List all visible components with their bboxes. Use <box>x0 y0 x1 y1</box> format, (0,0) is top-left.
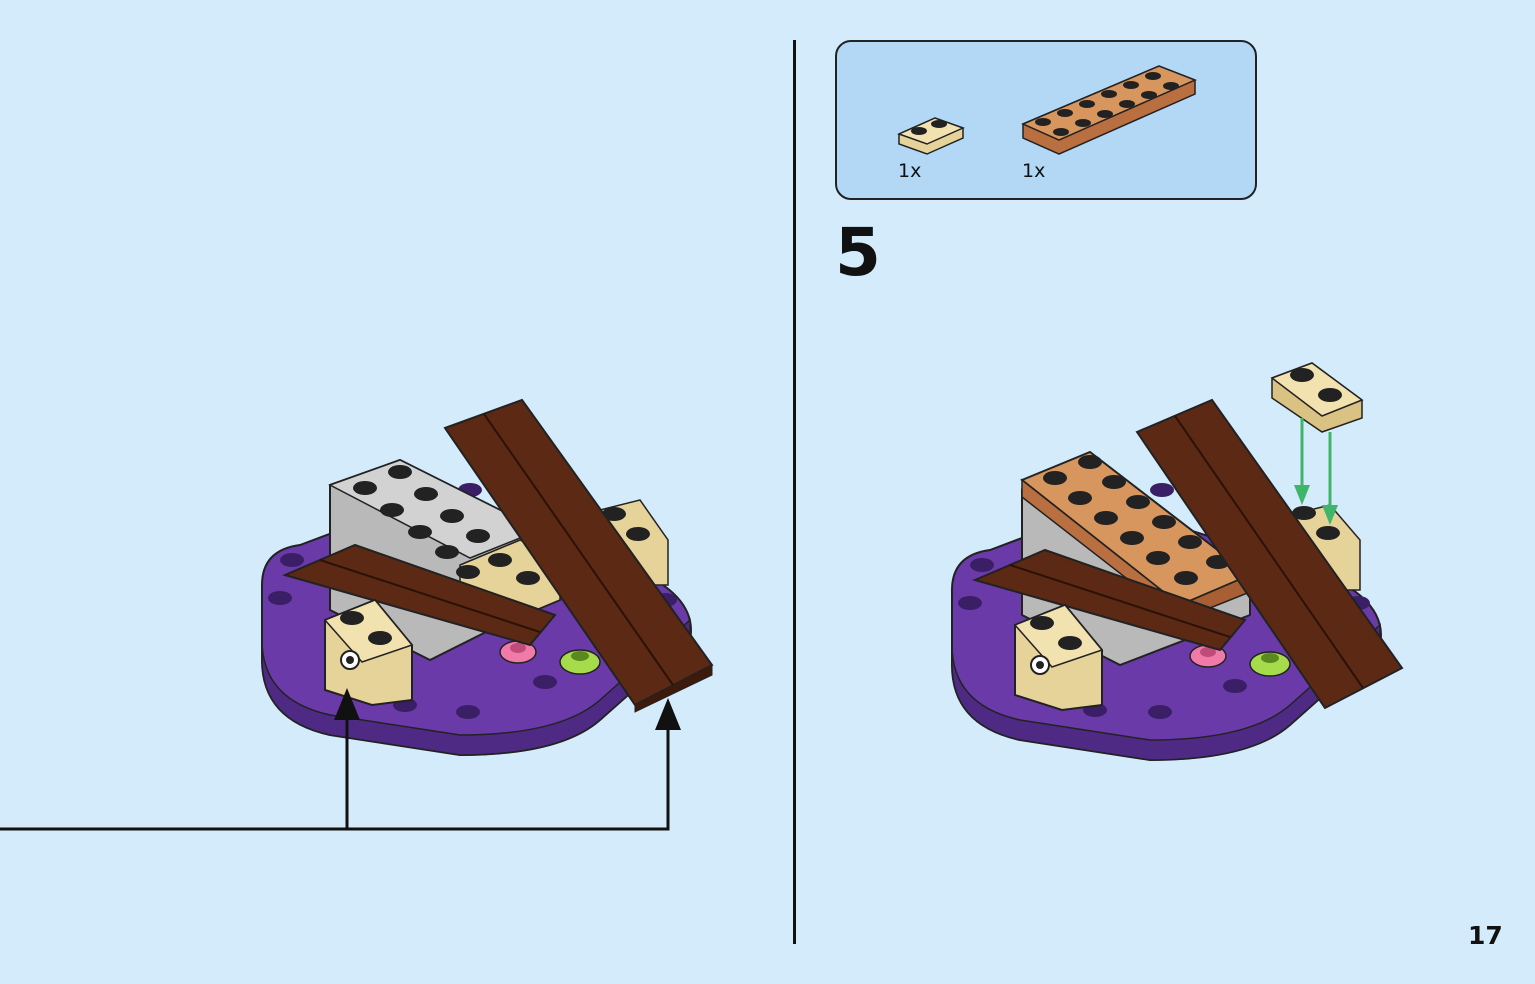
connection-arrows <box>0 710 670 831</box>
part-tan-plate-icon <box>896 117 966 155</box>
page-divider <box>793 40 796 944</box>
part-quantity-nougat-plate: 1x <box>1022 160 1046 182</box>
part-quantity-tan-plate: 1x <box>898 160 922 182</box>
arrow-up-icon <box>655 698 681 730</box>
left-model-illustration <box>261 398 714 757</box>
part-nougat-plate-icon <box>1021 65 1197 155</box>
arrow-down-icon <box>1294 485 1310 505</box>
step-number: 5 <box>835 214 881 291</box>
arrow-up-icon <box>334 688 360 720</box>
page-number: 17 <box>1468 921 1503 950</box>
parts-illustration <box>896 65 1197 155</box>
arrow-down-icon <box>1322 505 1338 525</box>
right-model-illustration <box>951 362 1404 762</box>
parts-callout: 1x 1x <box>835 40 1257 200</box>
